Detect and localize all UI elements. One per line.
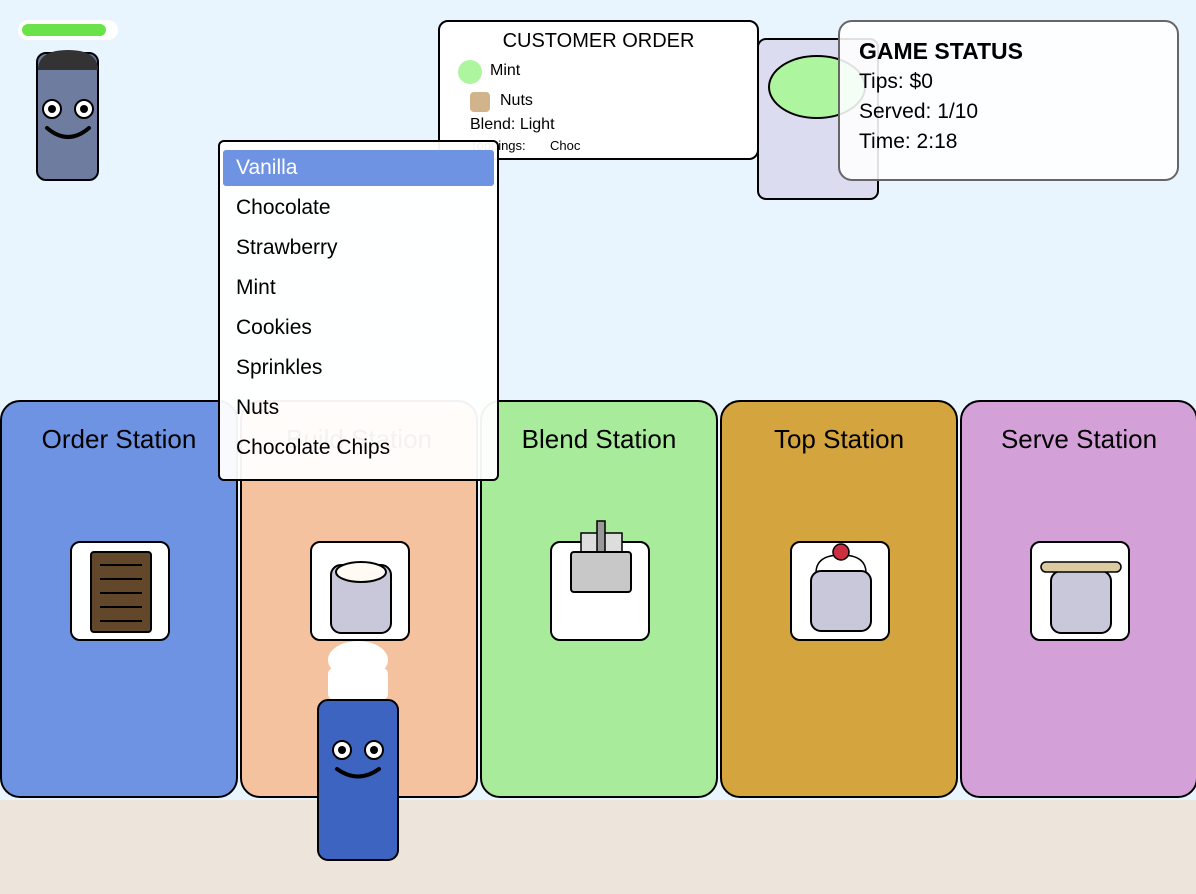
order-toppings-value: Choc: [550, 138, 581, 153]
dropdown-option[interactable]: Nuts: [236, 396, 280, 419]
time-value: Time: 2:18: [859, 130, 958, 153]
order-flavor: Mint: [490, 62, 521, 79]
station-title: Top Station: [773, 424, 905, 454]
station-title: Order Station: [41, 424, 197, 454]
floor: [0, 800, 1196, 894]
dropdown-option[interactable]: Cookies: [236, 316, 312, 339]
player-chef: [317, 641, 399, 861]
lidded-cup-icon: [1040, 561, 1122, 634]
station-icon-box[interactable]: [1030, 541, 1130, 641]
mixin-swatch-icon: [470, 92, 490, 112]
dropdown-option[interactable]: Vanilla: [223, 150, 494, 186]
ticket-icon: [90, 551, 152, 633]
dropdown-option[interactable]: Mint: [236, 276, 276, 299]
station-serve-station[interactable]: Serve Station: [960, 400, 1196, 798]
station-icon-box[interactable]: [790, 541, 890, 641]
station-icon-box[interactable]: [310, 541, 410, 641]
flavor-swatch-icon: [458, 60, 482, 84]
patience-fill: [22, 24, 106, 36]
station-order-station[interactable]: Order Station: [0, 400, 238, 798]
station-blend-station[interactable]: Blend Station: [480, 400, 718, 798]
station-title: Serve Station: [1000, 424, 1158, 454]
station-icon-box[interactable]: [550, 520, 650, 641]
customer-order-title: CUSTOMER ORDER: [502, 30, 695, 52]
dropdown-option[interactable]: Chocolate Chips: [236, 436, 391, 459]
order-mixin: Nuts: [500, 92, 533, 109]
game-status-panel: GAME STATUS Tips: $0 Served: 1/10 Time: …: [838, 20, 1179, 181]
served-value: Served: 1/10: [859, 100, 979, 123]
dropdown-option[interactable]: Chocolate: [236, 196, 331, 219]
order-blend: Blend: Light: [470, 116, 555, 133]
tips-value: Tips: $0: [859, 70, 933, 93]
customer-order-panel: CUSTOMER ORDER Mint Nuts Blend: Light To…: [438, 20, 759, 160]
game-status-title: GAME STATUS: [859, 38, 1023, 64]
station-title: Blend Station: [521, 424, 677, 454]
dropdown-option[interactable]: Strawberry: [236, 236, 338, 259]
cup-icon: [330, 561, 392, 634]
topped-cup-icon: [810, 543, 872, 632]
dropdown-option[interactable]: Sprinkles: [236, 356, 323, 379]
customer-character[interactable]: [34, 48, 104, 184]
station-top-station[interactable]: Top Station: [720, 400, 958, 798]
customer-patience-bar: [18, 20, 118, 40]
station-icon-box[interactable]: [70, 541, 170, 641]
blender-icon: [570, 520, 632, 593]
